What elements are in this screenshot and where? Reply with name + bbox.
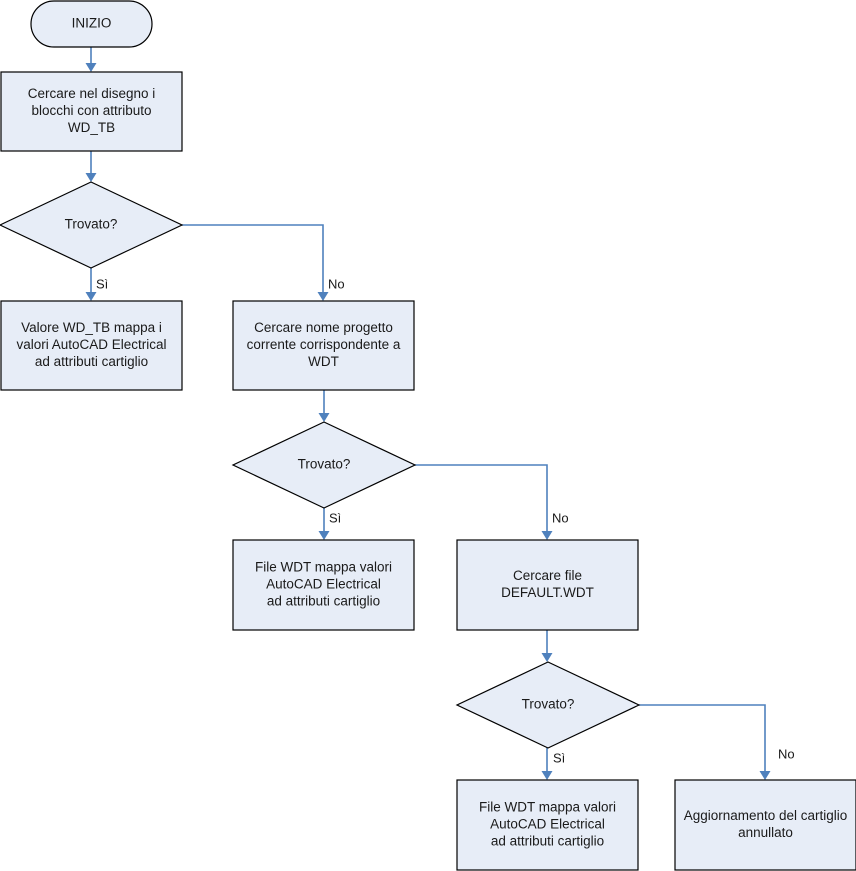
- edge-e-p1-d1: [85, 151, 97, 182]
- node-text-line: Trovato?: [522, 697, 575, 712]
- arrowhead-icon: [318, 531, 330, 540]
- node-d1[interactable]: Trovato?: [0, 181, 184, 269]
- node-text-line: ad attributi cartiglio: [267, 594, 380, 609]
- node-text-line: corrente corrispondente a: [247, 337, 401, 352]
- node-text-line: AutoCAD Electrical: [266, 577, 381, 592]
- edge-e-start-p1: [85, 47, 97, 72]
- node-text-line: Cercare nome progetto: [254, 320, 393, 335]
- edge-line: [415, 464, 548, 538]
- edge-label-e-d1-p3: No: [328, 276, 345, 291]
- edge-label-e-d2-p5: No: [552, 510, 569, 525]
- arrowhead-icon: [541, 531, 553, 540]
- node-p1[interactable]: Cercare nel disegno i blocchi con attribu…: [0, 71, 183, 152]
- edge-e-d3-p7: [639, 704, 771, 780]
- edge-line: [639, 704, 766, 778]
- node-text-line: Cercare nel disegno i: [28, 86, 156, 101]
- node-text-line: Trovato?: [65, 217, 118, 232]
- arrowhead-icon: [541, 771, 553, 780]
- node-text-line: Trovato?: [298, 457, 351, 472]
- process-shape[interactable]: [674, 779, 856, 871]
- node-p7[interactable]: Aggiornamento del cartiglio annullato: [674, 779, 856, 871]
- arrowhead-icon: [541, 653, 553, 662]
- node-d3[interactable]: Trovato?: [455, 661, 641, 749]
- decision-shape[interactable]: [455, 661, 641, 749]
- process-shape[interactable]: [0, 71, 183, 152]
- process-shape[interactable]: [0, 300, 183, 391]
- edge-e-p3-d2: [318, 390, 330, 422]
- arrowhead-icon: [317, 292, 329, 301]
- node-text-line: blocchi con attributo: [31, 103, 151, 118]
- node-text-line: Aggiornamento del cartiglio: [684, 808, 848, 823]
- edge-e-d2-p5: [415, 464, 553, 540]
- node-text-line: ad attributi cartiglio: [35, 354, 148, 369]
- process-shape[interactable]: [456, 539, 639, 631]
- node-text-line: annullato: [738, 825, 793, 840]
- node-text-line: DEFAULT.WDT: [501, 585, 594, 600]
- edge-label-e-d3-p7: No: [778, 746, 795, 761]
- edges-layer: [85, 47, 771, 780]
- node-start[interactable]: INIZIO: [30, 0, 153, 48]
- node-text-line: File WDT mappa valori: [255, 560, 392, 575]
- process-shape[interactable]: [232, 539, 415, 631]
- node-text-line: WDT: [308, 354, 339, 369]
- node-text-line: WD_TB: [68, 120, 115, 135]
- arrowhead-icon: [759, 771, 771, 780]
- edge-e-d2-p4: [318, 508, 330, 540]
- edge-label-e-d2-p4: Sì: [329, 510, 341, 525]
- node-text-line: AutoCAD Electrical: [490, 817, 605, 832]
- node-p2[interactable]: Valore WD_TB mappa i valori AutoCAD Elect…: [0, 300, 183, 391]
- decision-shape[interactable]: [0, 181, 184, 269]
- node-text-line: Valore WD_TB mappa i: [21, 320, 162, 335]
- edge-label-e-d3-p6: Sì: [553, 750, 565, 765]
- node-text-line: INIZIO: [72, 16, 112, 31]
- node-d2[interactable]: Trovato?: [231, 421, 417, 509]
- node-text-line: File WDT mappa valori: [479, 800, 616, 815]
- edge-e-d1-p2: [85, 268, 97, 301]
- arrowhead-icon: [85, 63, 97, 72]
- node-p3[interactable]: Cercare nome progetto corrente corrispond…: [232, 300, 415, 391]
- decision-shape[interactable]: [231, 421, 417, 509]
- process-shape[interactable]: [232, 300, 415, 391]
- edge-line: [182, 224, 324, 299]
- edge-e-d3-p6: [541, 748, 553, 780]
- node-text-line: ad attributi cartiglio: [491, 834, 604, 849]
- process-shape[interactable]: [456, 779, 639, 871]
- edge-label-e-d1-p2: Sì: [96, 276, 108, 291]
- arrowhead-icon: [85, 292, 97, 301]
- edge-e-p5-d3: [541, 630, 553, 662]
- arrowhead-icon: [318, 413, 330, 422]
- arrowhead-icon: [85, 173, 97, 182]
- edge-e-d1-p3: [182, 224, 329, 301]
- node-text-line: Cercare file: [513, 568, 582, 583]
- node-text-line: valori AutoCAD Electrical: [16, 337, 166, 352]
- terminator-shape[interactable]: [30, 0, 153, 48]
